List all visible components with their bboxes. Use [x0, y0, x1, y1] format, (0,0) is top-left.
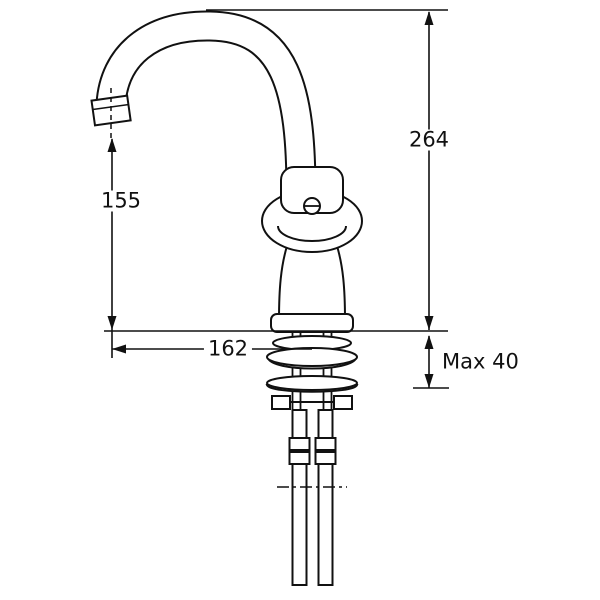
dimension-arrows — [107, 11, 434, 388]
dim-label-reach: 162 — [203, 338, 253, 360]
mounting-hardware — [265, 330, 359, 417]
faucet-body — [261, 166, 363, 333]
supply-hoses — [288, 409, 337, 586]
dim-label-max-deck-thickness: Max 40 — [438, 351, 523, 373]
spout-arc — [95, 10, 317, 193]
dim-label-total-height: 264 — [404, 129, 454, 151]
dim-label-outlet-height: 155 — [96, 190, 146, 212]
